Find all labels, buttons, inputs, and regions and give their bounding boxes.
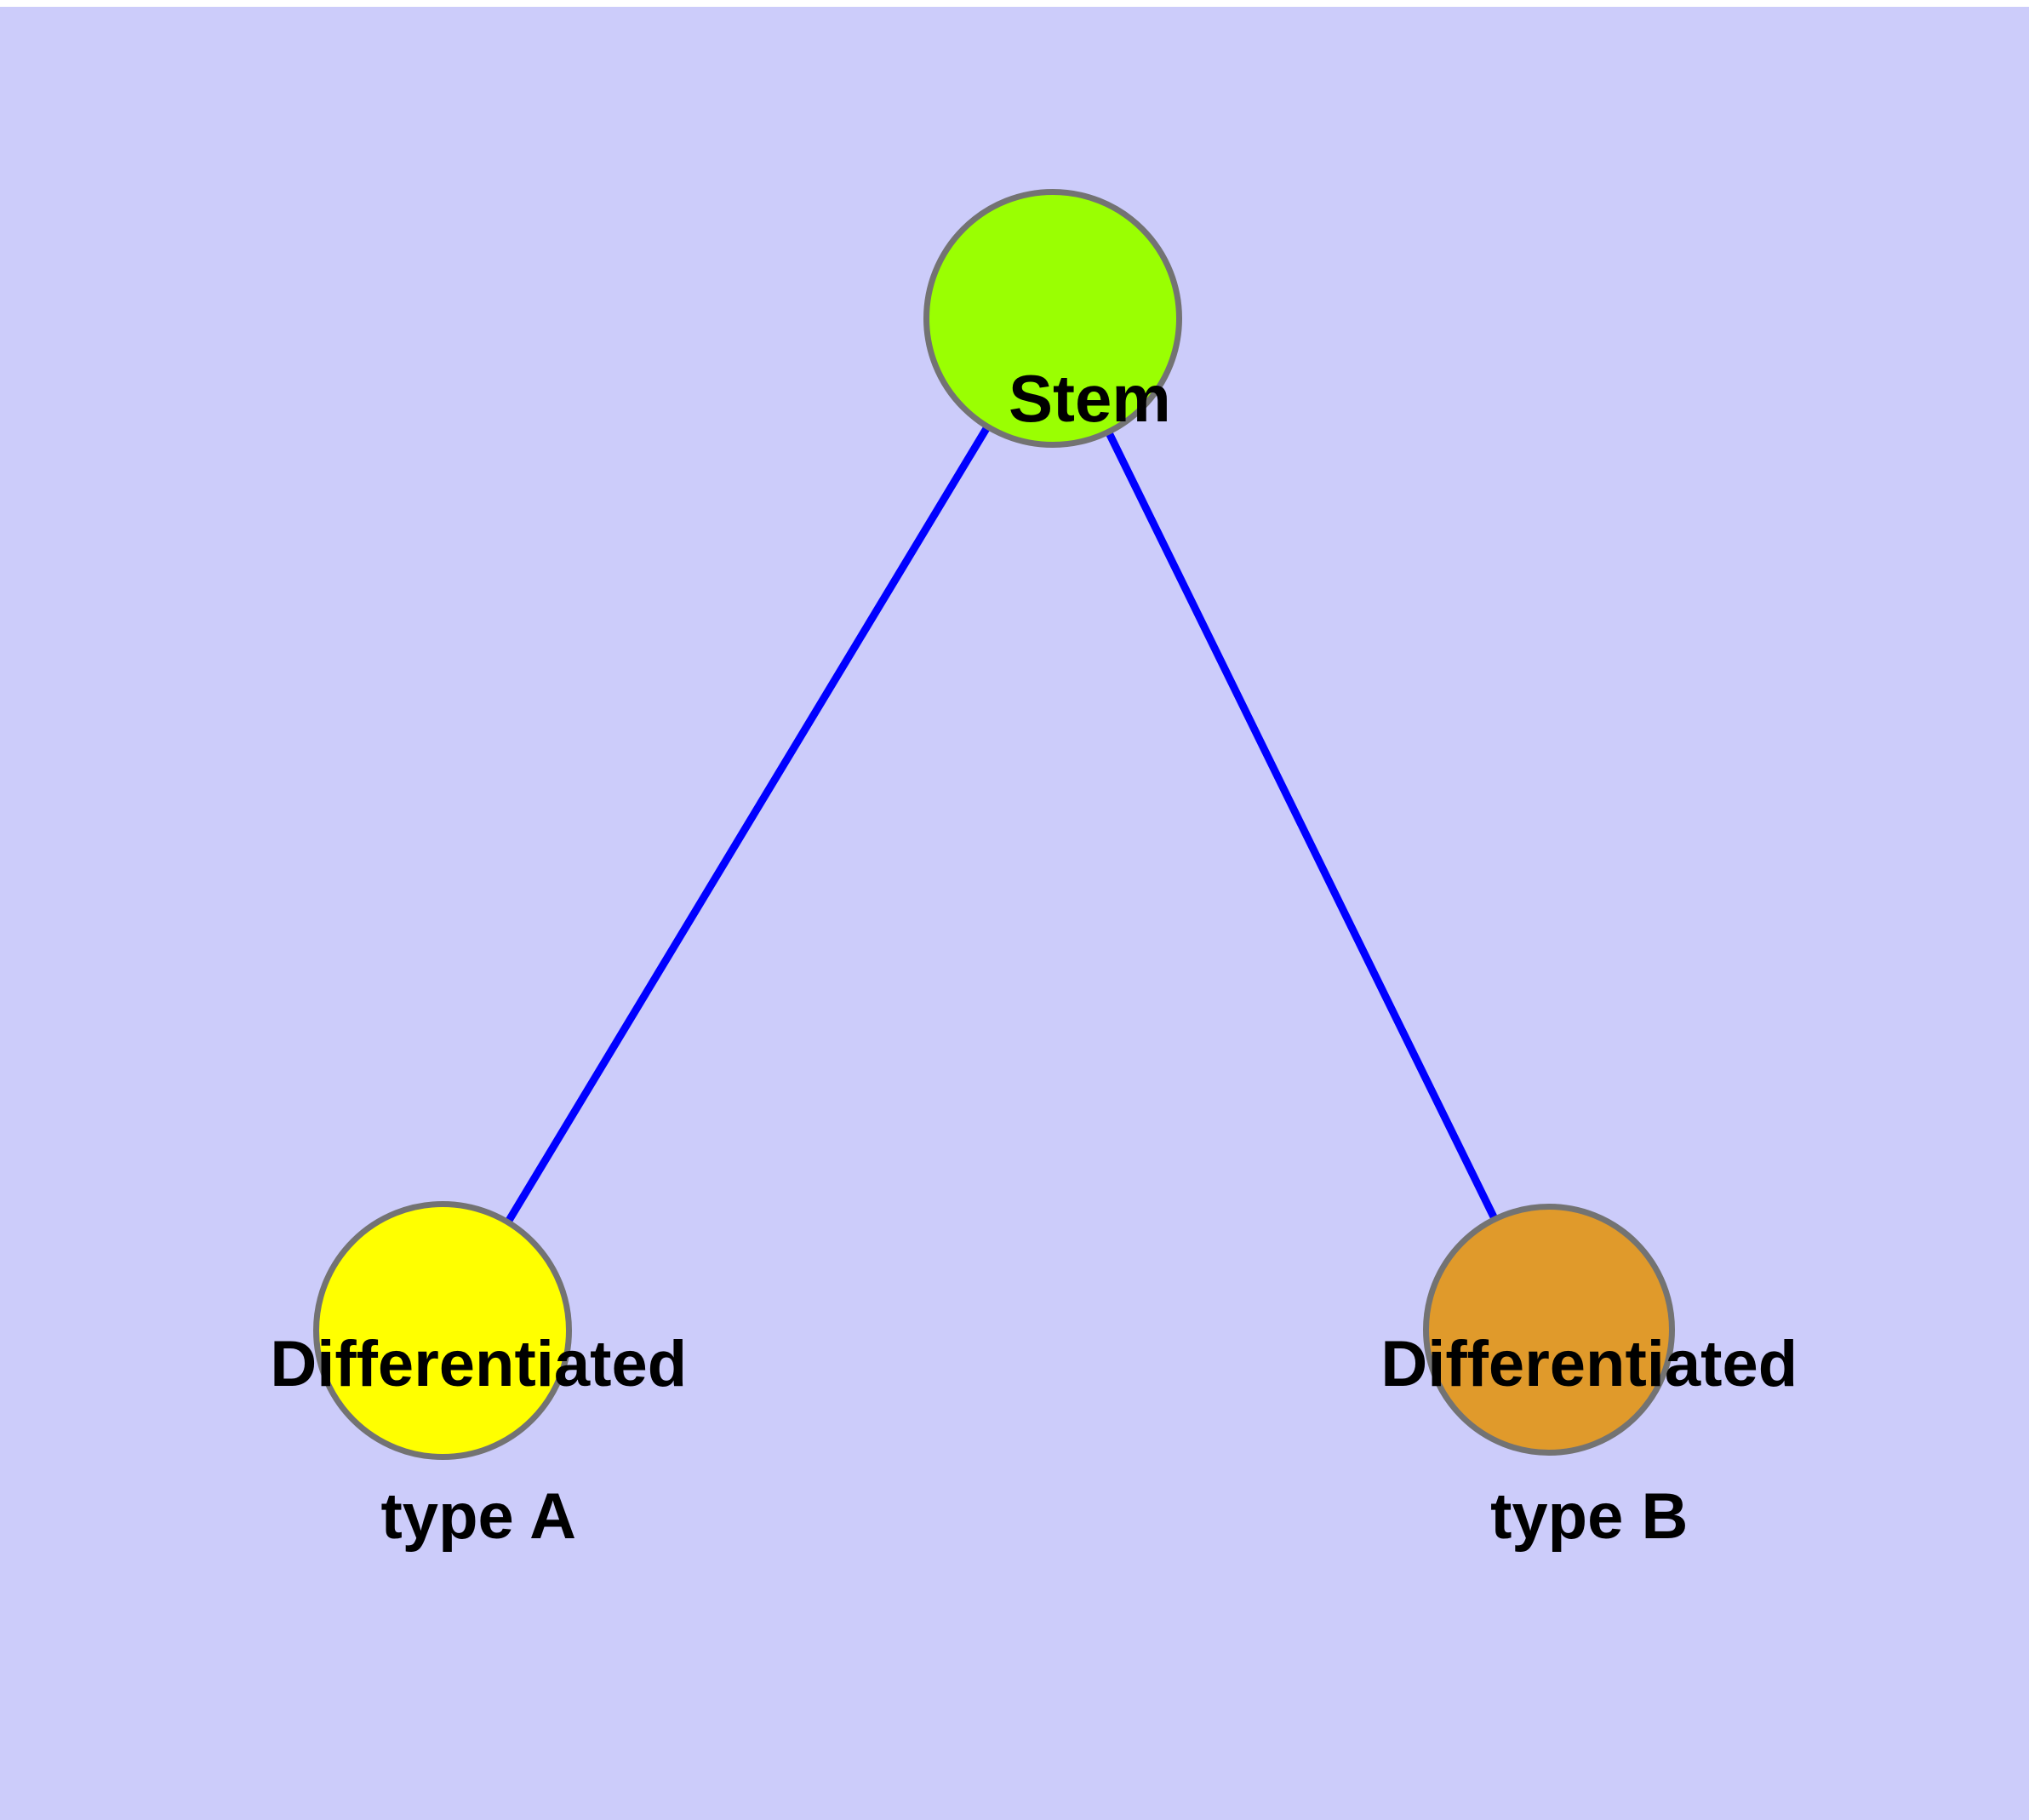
node-layer — [313, 189, 1675, 1460]
edge-stem-to-differentiated-type-b[interactable] — [1049, 317, 1553, 1331]
edge-stem-to-differentiated-type-a[interactable] — [439, 316, 1056, 1333]
node-stem[interactable] — [923, 189, 1182, 448]
edge-layer — [439, 316, 1553, 1333]
node-differentiated-type-a[interactable] — [313, 1201, 572, 1460]
node-differentiated-type-b[interactable] — [1423, 1204, 1675, 1456]
